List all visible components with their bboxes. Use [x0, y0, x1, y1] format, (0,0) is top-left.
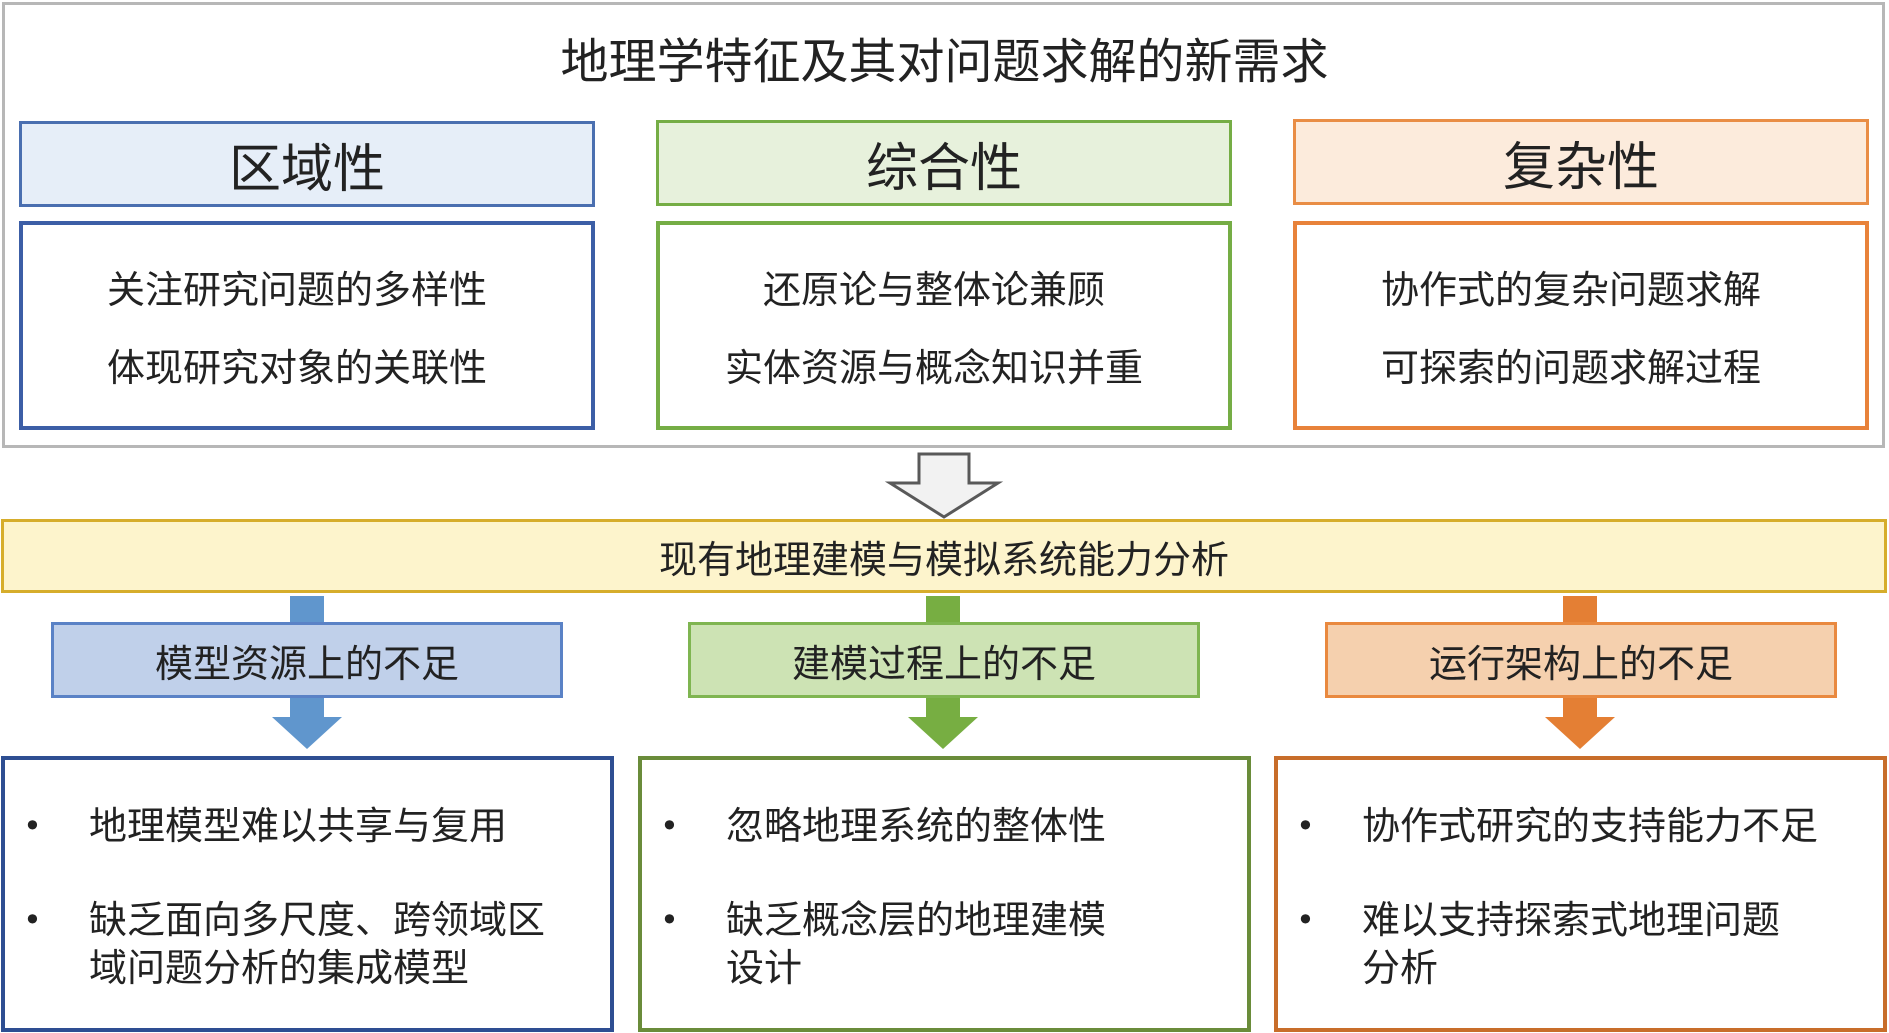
characteristic-header-integrated: 综合性 — [656, 120, 1232, 206]
list-item: • 协作式研究的支持能力不足 — [1296, 802, 1863, 850]
characteristic-item: 实体资源与概念知识并重 — [724, 346, 1143, 391]
issue-box-modeling-process: • 忽略地理系统的整体性 • 缺乏概念层的地理建模 设计 — [638, 756, 1251, 1032]
issue-text: 难以支持探索式地理问题 分析 — [1362, 898, 1781, 990]
characteristic-header-complexity: 复杂性 — [1293, 119, 1869, 205]
list-item: • 忽略地理系统的整体性 — [660, 802, 1227, 850]
characteristic-box-integrated: 还原论与整体论兼顾 实体资源与概念知识并重 — [656, 221, 1232, 430]
issue-box-runtime-architecture: • 协作式研究的支持能力不足 • 难以支持探索式地理问题 分析 — [1274, 756, 1887, 1032]
characteristic-box-complexity: 协作式的复杂问题求解 可探索的问题求解过程 — [1293, 221, 1869, 430]
issue-text: 协作式研究的支持能力不足 — [1362, 804, 1819, 848]
requirements-frame — [2, 2, 1885, 448]
characteristic-box-regional: 关注研究问题的多样性 体现研究对象的关联性 — [19, 221, 595, 430]
shortcoming-header-modeling-process: 建模过程上的不足 — [688, 622, 1200, 698]
bullet: • — [23, 901, 42, 939]
bullet: • — [1296, 807, 1315, 845]
connector-stem-orange — [1563, 596, 1597, 624]
characteristic-header-regional: 区域性 — [19, 121, 595, 207]
diagram-title: 地理学特征及其对问题求解的新需求 — [560, 34, 1329, 90]
down-arrow-icon — [884, 452, 1004, 519]
characteristic-item: 协作式的复杂问题求解 — [1380, 267, 1761, 312]
issue-text: 地理模型难以共享与复用 — [89, 804, 508, 848]
bullet: • — [23, 807, 42, 845]
bullet: • — [1296, 901, 1315, 939]
list-item: • 地理模型难以共享与复用 — [23, 802, 590, 850]
analysis-banner: 现有地理建模与模拟系统能力分析 — [1, 519, 1887, 593]
bullet: • — [660, 807, 679, 845]
connector-stem-blue — [290, 596, 324, 624]
shortcoming-header-runtime-architecture: 运行架构上的不足 — [1325, 622, 1837, 698]
down-arrow-icon — [1545, 697, 1615, 749]
shortcoming-header-model-resources: 模型资源上的不足 — [51, 622, 563, 698]
issue-text: 忽略地理系统的整体性 — [726, 804, 1107, 848]
issue-text: 缺乏概念层的地理建模 设计 — [726, 898, 1107, 990]
bullet: • — [660, 901, 679, 939]
issue-text: 缺乏面向多尺度、跨领域区 域问题分析的集成模型 — [89, 898, 546, 990]
characteristic-item: 体现研究对象的关联性 — [106, 346, 487, 391]
down-arrow-icon — [272, 697, 342, 749]
connector-stem-green — [926, 596, 960, 624]
characteristic-item: 关注研究问题的多样性 — [106, 267, 487, 312]
list-item: • 缺乏概念层的地理建模 设计 — [660, 896, 1227, 992]
characteristic-item: 还原论与整体论兼顾 — [762, 267, 1105, 312]
down-arrow-icon — [908, 697, 978, 749]
characteristic-item: 可探索的问题求解过程 — [1380, 346, 1761, 391]
list-item: • 难以支持探索式地理问题 分析 — [1296, 896, 1863, 992]
issue-box-model-resources: • 地理模型难以共享与复用 • 缺乏面向多尺度、跨领域区 域问题分析的集成模型 — [1, 756, 614, 1032]
list-item: • 缺乏面向多尺度、跨领域区 域问题分析的集成模型 — [23, 896, 590, 992]
